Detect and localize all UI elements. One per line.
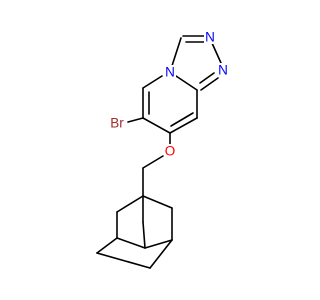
bond-ad-c4-c9 [142, 221, 146, 249]
bond-ad-c1-c3 [142, 195, 173, 209]
bond-c7-c8-inner [170, 112, 194, 127]
bond-n-bridge-c5 [142, 75, 163, 89]
molecule-structure-diagram: N N N Br O [96, 30, 229, 269]
bond-n-right-c-fused-double [200, 77, 219, 91]
bond-ad-c6-c9 [144, 239, 173, 249]
substituents [127, 117, 171, 197]
atom-n-right: N [217, 63, 229, 78]
bond-ad-c8-c6 [149, 239, 173, 269]
br-label: Br [110, 116, 124, 131]
bond-n-top-n-right [211, 42, 222, 64]
bond-ad-c1-c2 [116, 195, 144, 213]
triazole-ring [169, 35, 222, 91]
bond-c7-c8-double [169, 117, 198, 134]
adamantane-cage [96, 195, 173, 269]
atom-o: O [164, 144, 176, 159]
atom-n-top: N [204, 30, 216, 45]
bond-o-ch2 [142, 155, 164, 169]
bond-n-right-c-fused-inner [199, 72, 215, 84]
bond-c6-br [127, 117, 144, 123]
atom-br: Br [107, 116, 127, 131]
n-top-label: N [205, 30, 215, 45]
bond-c6-c7 [142, 117, 171, 134]
bond-ad-c5-c9 [116, 237, 146, 249]
atom-n-bridge: N [164, 65, 176, 80]
n-right-label: N [218, 63, 228, 78]
o-label: O [165, 144, 176, 159]
pyridine-ring [142, 75, 198, 134]
bond-ad-c5-c7 [96, 237, 118, 254]
n-bridge-label: N [165, 65, 175, 80]
atom-labels: N N N Br O [107, 30, 229, 159]
bond-ad-c7-c8 [96, 252, 151, 269]
bond-c-fused-n-bridge [175, 75, 198, 91]
